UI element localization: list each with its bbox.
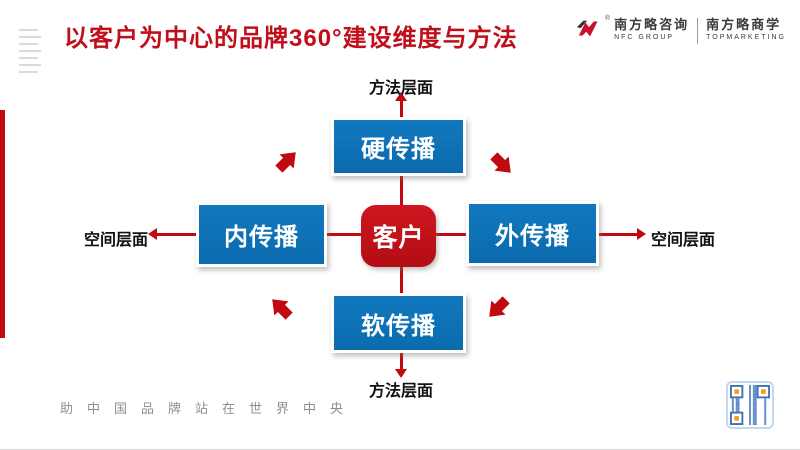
box-external-communication: 外传播: [466, 201, 599, 266]
qr-code: [726, 381, 774, 429]
rotation-arrow-bottom-right-icon: [474, 286, 519, 331]
arrow-right-line: [598, 233, 638, 236]
brand-right-en: TOPMARKETING: [706, 34, 786, 41]
arrow-down-icon: [395, 369, 407, 378]
axis-label-method-top: 方法层面: [368, 80, 433, 97]
company-logo: ® 南方略咨询 NFC GROUP 南方略商学 TOPMARKETING: [576, 15, 786, 46]
arrow-right-icon: [637, 228, 646, 240]
brand-left-cn: 南方略咨询: [614, 17, 690, 32]
arrow-up-line: [400, 100, 403, 118]
box-internal-communication: 内传播: [196, 202, 327, 267]
registered-trademark: ®: [604, 15, 611, 22]
nfc-logo-icon: [576, 17, 604, 46]
left-accent-bar: [0, 110, 5, 338]
axis-label-space-right: 空间层面: [651, 232, 716, 249]
slide-title: 以客户为中心的品牌360°建设维度与方法: [64, 25, 518, 52]
brand-right: 南方略商学 TOPMARKETING: [706, 17, 786, 41]
rotation-arrow-top-left-icon: [265, 137, 310, 182]
box-hard-communication: 硬传播: [331, 117, 466, 176]
axis-label-method-bottom: 方法层面: [368, 383, 433, 400]
box-customer-center: 客户: [361, 205, 436, 267]
arrow-left-line: [157, 233, 197, 236]
brand-right-cn: 南方略商学: [706, 17, 782, 32]
arrow-left-icon: [148, 228, 157, 240]
axis-label-space-left: 空间层面: [83, 232, 148, 249]
footer-slogan: 助中国品牌站在世界中央: [60, 401, 358, 416]
box-soft-communication: 软传播: [331, 293, 466, 353]
top-left-deco-lines: [19, 29, 41, 78]
brand-left: 南方略咨询 NFC GROUP: [614, 17, 689, 41]
arrow-up-icon: [395, 92, 407, 101]
arrow-down-line: [400, 352, 403, 370]
rotation-arrow-bottom-left-icon: [257, 284, 302, 329]
logo-divider: [697, 18, 699, 44]
brand-left-en: NFC GROUP: [614, 34, 675, 41]
rotation-arrow-top-right-icon: [480, 142, 525, 187]
